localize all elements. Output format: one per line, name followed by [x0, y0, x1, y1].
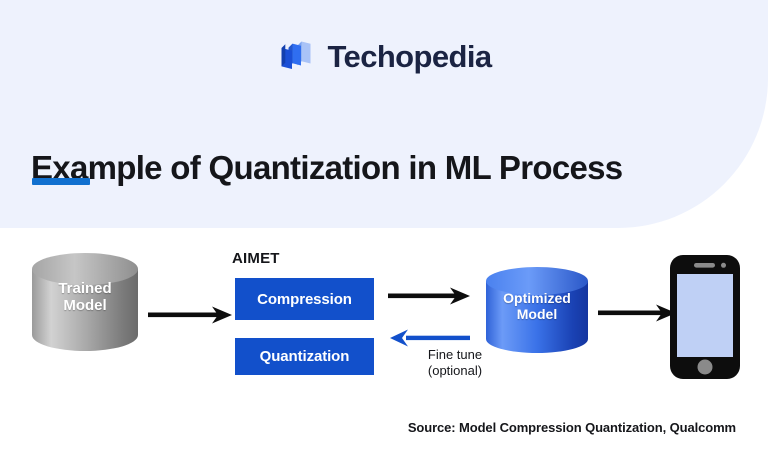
brand-name: Techopedia: [327, 38, 493, 74]
techopedia-logo-icon: [277, 37, 315, 75]
fine-tune-caption-line2: (optional): [427, 362, 483, 378]
quantization-box[interactable]: Quantization: [235, 338, 374, 375]
trained-model-cylinder: [30, 252, 140, 357]
header-panel: [0, 0, 768, 228]
quantization-box-label: Quantization: [259, 348, 350, 365]
source-note: Source: Model Compression Quantization, …: [407, 420, 736, 435]
arrow-trained-to-aimet-icon: [148, 304, 234, 331]
brand-lockup: Techopedia: [0, 33, 768, 79]
aimet-group-title: AIMET: [232, 250, 280, 267]
arrow-aimet-to-optimized-icon: [388, 285, 472, 312]
arrow-optimized-to-phone-icon: [598, 302, 678, 329]
title-accent-rule: [32, 178, 90, 185]
fine-tune-caption-line1: Fine tune: [427, 347, 483, 362]
compression-box-label: Compression: [257, 290, 352, 308]
compression-box[interactable]: Compression: [235, 278, 374, 320]
smartphone-icon: [668, 253, 742, 386]
fine-tune-caption: Fine tune (optional): [405, 347, 505, 379]
page-title: Example of Quantization in ML Process: [31, 149, 623, 187]
optimized-model-cylinder: [484, 266, 590, 359]
arrow-fine-tune-feedback-icon: [390, 328, 470, 353]
